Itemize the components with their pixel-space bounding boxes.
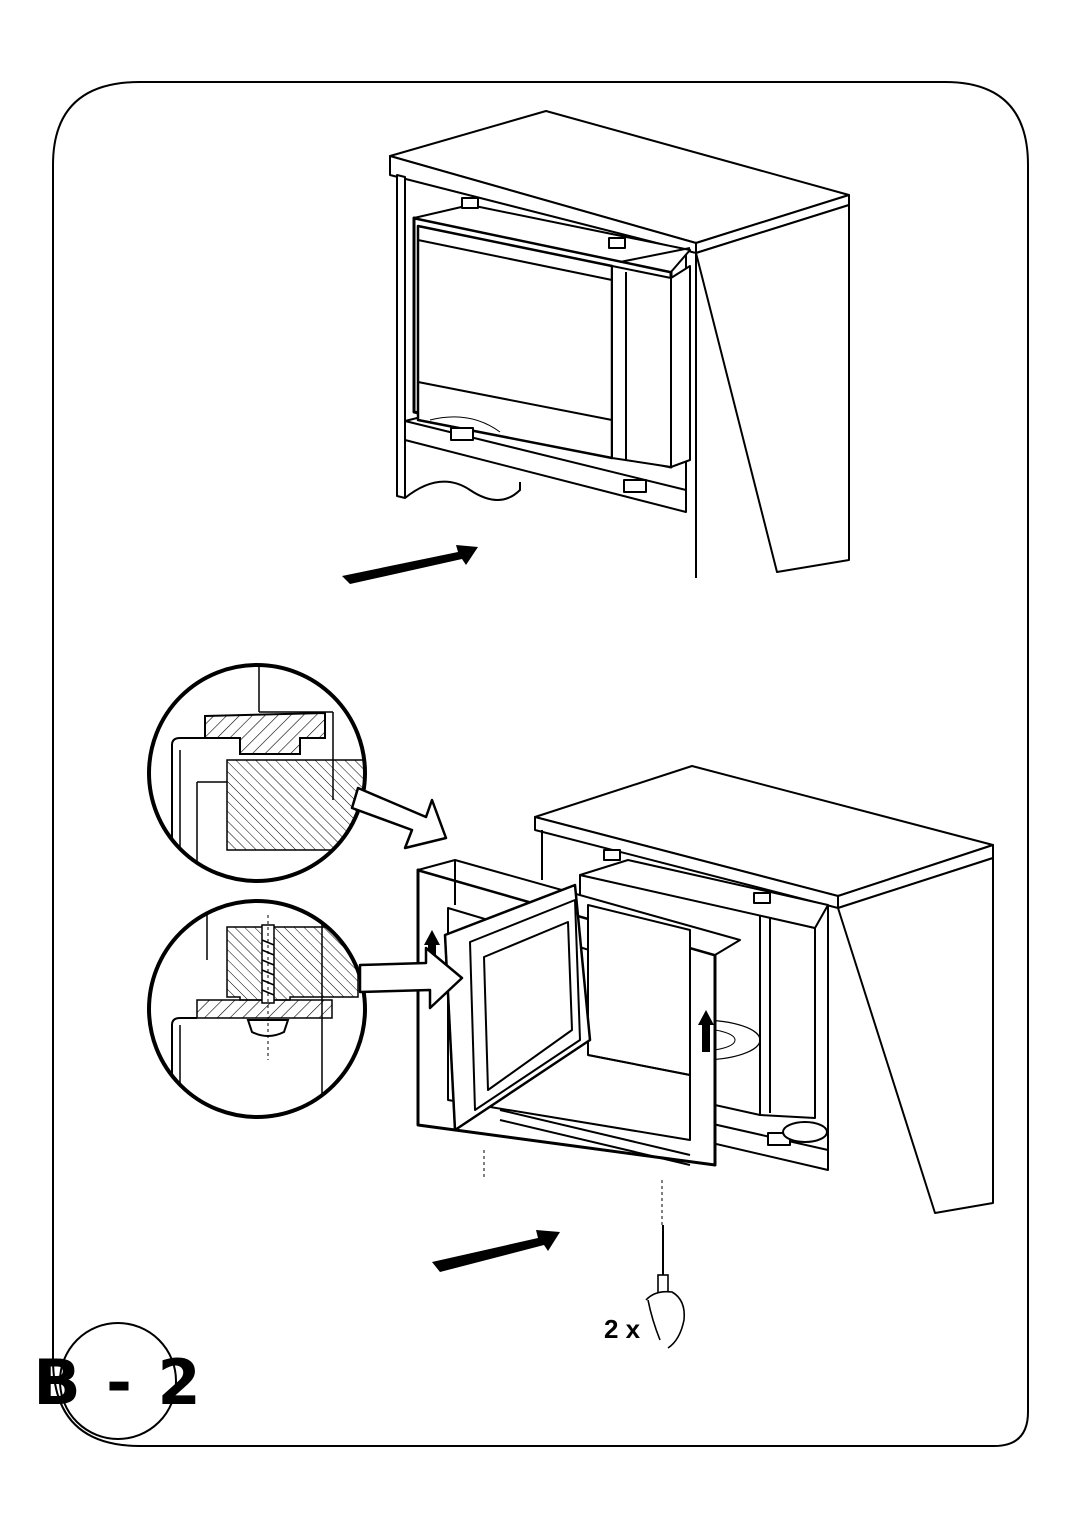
up-arrow-icon (698, 1010, 714, 1052)
detail-callout-icon (147, 899, 367, 1119)
insertion-arrow-icon (432, 1230, 560, 1272)
callout-pointer-arrow-top (350, 786, 448, 850)
insertion-arrow-icon (342, 545, 478, 584)
cabinet-top-illustration (389, 110, 850, 578)
detail-callout-icon (147, 663, 367, 883)
callout-pointer-arrow-bottom (358, 946, 464, 1010)
screwdriver-hand-icon (645, 1225, 686, 1349)
step-badge: B - 2 (33, 1322, 202, 1440)
step-label: B - 2 (33, 1346, 202, 1419)
cabinet-bottom-illustration (416, 765, 994, 1225)
screw-quantity-label: 2 x (604, 1314, 641, 1344)
page-frame (52, 81, 1029, 1447)
